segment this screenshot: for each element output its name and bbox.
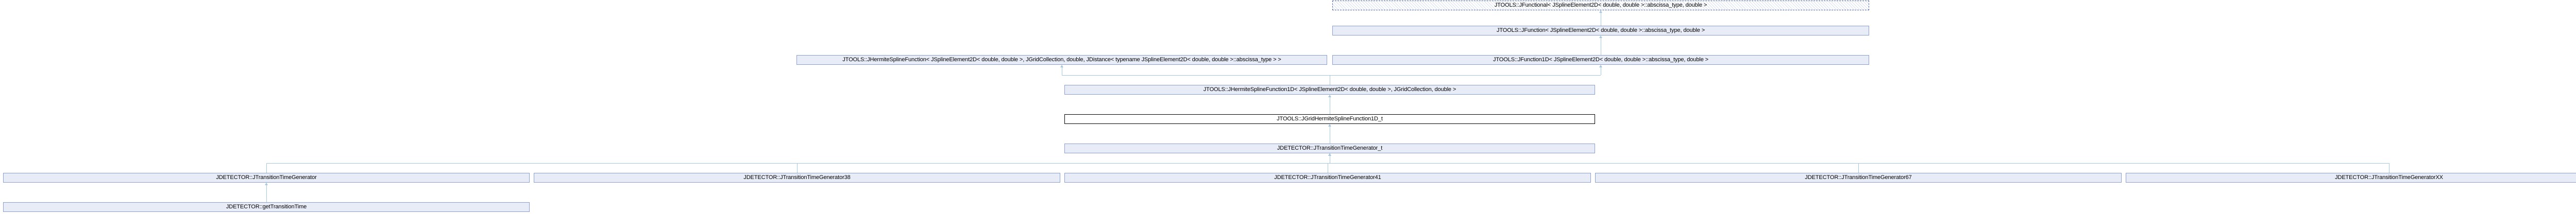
class-node-jfunction[interactable]: JTOOLS::JFunction< JSplineElement2D< dou… [1332,26,1869,35]
class-node-jtransitiontimegenerator[interactable]: JDETECTOR::JTransitionTimeGenerator [3,173,530,183]
class-node-label: JTOOLS::JGridHermiteSplineFunction1D_t [1277,116,1383,122]
edge-jfunction1d-to-jhermitesplinefunction1d-bus [1330,75,1601,76]
class-node-label: JTOOLS::JHermiteSplineFunction< JSplineE… [842,57,1281,63]
edge-jfunction1d-to-jhermitesplinefunction1d-arrowhead [1599,65,1602,67]
class-node-jtransitiontimegenerator38[interactable]: JDETECTOR::JTransitionTimeGenerator38 [534,173,1060,183]
edge-jhermitesplinefunction-to-jhermitesplinefunction1d-bus [1062,75,1330,76]
class-node-jhermitesplinefunction[interactable]: JTOOLS::JHermiteSplineFunction< JSplineE… [796,55,1327,65]
edge-jtransitiontimegenerator_t-to-jtransitiontimegenerator38-child-stub [797,163,798,173]
class-node-label: JDETECTOR::JTransitionTimeGenerator38 [743,174,851,181]
edge-jfunction-to-jfunction1d-arrowhead [1599,35,1602,38]
edge-jtransitiontimegenerator-to-gettransitiontime [266,185,267,202]
class-node-jfunction1d[interactable]: JTOOLS::JFunction1D< JSplineElement2D< d… [1332,55,1869,65]
class-node-jtransitiontimegenerator67[interactable]: JDETECTOR::JTransitionTimeGenerator67 [1595,173,2122,183]
class-node-label: JDETECTOR::JTransitionTimeGenerator [216,174,317,181]
class-node-jgridhermitesplinefunction1d_t: JTOOLS::JGridHermiteSplineFunction1D_t [1064,114,1595,124]
edge-jhermitesplinefunction1d-to-jgridhermitesplinefunction1d_t-arrowhead [1328,95,1331,97]
edge-jtransitiontimegenerator_t-to-jtransitiontimegenerator41-bus [1328,163,1330,164]
class-node-label: JTOOLS::JFunction< JSplineElement2D< dou… [1496,27,1705,33]
edge-jfunctional-to-jfunction-arrowhead [1599,10,1602,13]
edge-jtransitiontimegenerator-to-gettransitiontime-arrowhead [265,183,268,185]
edge-jtransitiontimegenerator_t-to-jtransitiontimegeneratorxx-arrowhead [1328,153,1331,156]
edge-jgridhermitesplinefunction1d_t-to-jtransitiontimegenerator_t-arrowhead [1328,124,1331,127]
class-node-jhermitesplinefunction1d[interactable]: JTOOLS::JHermiteSplineFunction1D< JSplin… [1064,85,1595,95]
edge-jhermitesplinefunction-to-jhermitesplinefunction1d-arrowhead [1060,65,1063,67]
edge-jtransitiontimegenerator_t-to-jtransitiontimegenerator-child-stub [266,163,267,173]
class-node-jtransitiontimegenerator41[interactable]: JDETECTOR::JTransitionTimeGenerator41 [1064,173,1591,183]
class-node-label: JTOOLS::JFunction1D< JSplineElement2D< d… [1493,57,1708,63]
class-node-gettransitiontime[interactable]: JDETECTOR::getTransitionTime [3,202,530,212]
class-node-label: JDETECTOR::getTransitionTime [226,204,307,210]
edge-jtransitiontimegenerator_t-to-jtransitiontimegenerator67-child-stub [1858,163,1859,173]
edge-jtransitiontimegenerator_t-to-jtransitiontimegenerator38-bus [797,163,1330,164]
class-node-jtransitiontimegeneratorxx[interactable]: JDETECTOR::JTransitionTimeGeneratorXX [2126,173,2576,183]
class-node-jfunctional[interactable]: JTOOLS::JFunctional< JSplineElement2D< d… [1332,1,1869,10]
class-node-label: JDETECTOR::JTransitionTimeGeneratorXX [2335,174,2443,181]
class-node-label: JTOOLS::JHermiteSplineFunction1D< JSplin… [1203,86,1456,93]
class-node-label: JTOOLS::JFunctional< JSplineElement2D< d… [1494,2,1707,8]
class-node-label: JDETECTOR::JTransitionTimeGenerator41 [1274,174,1381,181]
class-node-label: JDETECTOR::JTransitionTimeGenerator_t [1277,145,1383,151]
class-node-label: JDETECTOR::JTransitionTimeGenerator67 [1805,174,1912,181]
class-node-jtransitiontimegenerator_t[interactable]: JDETECTOR::JTransitionTimeGenerator_t [1064,144,1595,153]
edge-jtransitiontimegenerator_t-to-jtransitiontimegeneratorxx-bus [1330,163,2389,164]
